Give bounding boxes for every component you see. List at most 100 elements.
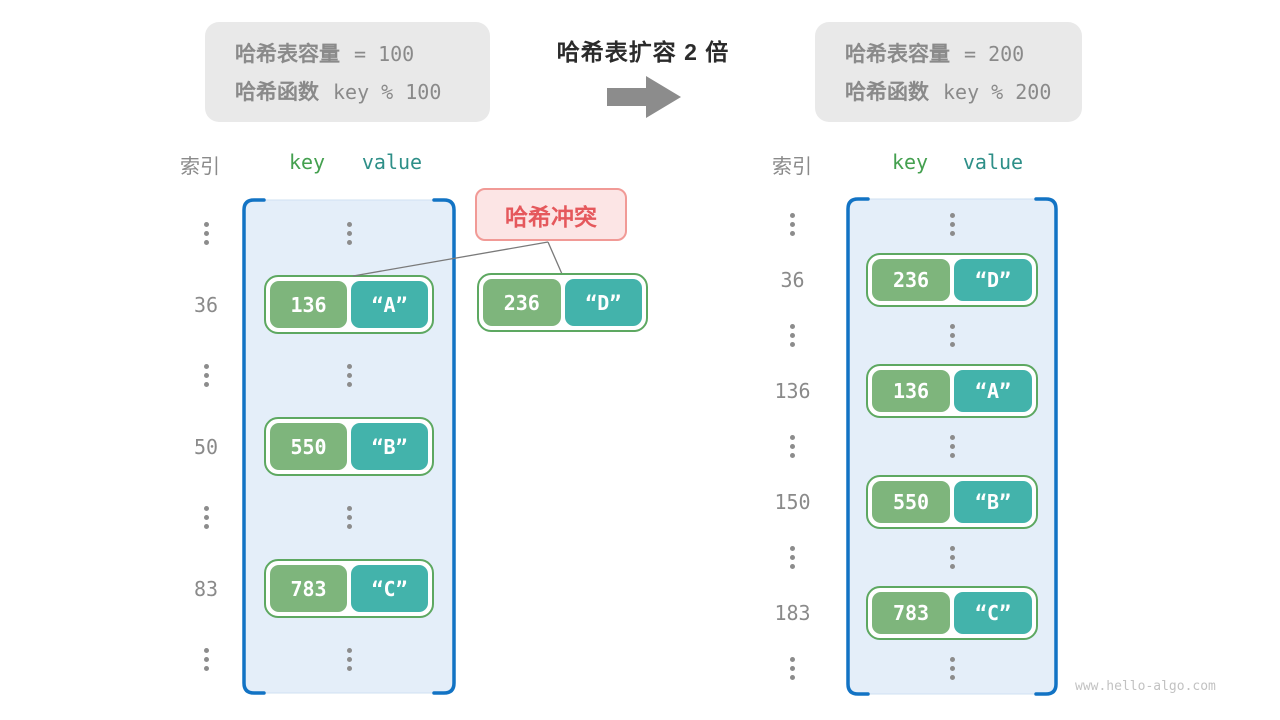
value-box: “B”: [954, 480, 1032, 523]
key-box: 136: [270, 281, 347, 328]
key-box: 550: [270, 423, 347, 470]
ellipsis-dots-icon: [790, 324, 795, 348]
info-box-new-capacity: 哈希表容量 = 200 哈希函数 key % 200: [815, 22, 1082, 122]
hash-function-line: 哈希函数 key % 100: [235, 76, 490, 106]
hash-collision-label: 哈希冲突: [505, 203, 597, 230]
index-label: 150: [774, 489, 811, 514]
table-row: 183 783“C”: [750, 585, 1058, 640]
index-cell: 36: [750, 268, 835, 292]
key-box: 136: [872, 370, 950, 413]
left-key-header: key: [288, 150, 326, 174]
key-box: 236: [872, 259, 950, 302]
bucket-cell: [846, 545, 1058, 569]
bucket-cell: 783“C”: [242, 559, 456, 618]
kv-pair: 136“A”: [866, 364, 1038, 419]
bucket-cell: 136“A”: [242, 275, 456, 334]
capacity-line: 哈希表容量 = 200: [845, 38, 1082, 68]
ellipsis-dots-icon: [790, 545, 795, 569]
bucket-cell: [242, 648, 456, 671]
table-row: [170, 340, 456, 411]
bucket-cell: [846, 656, 1058, 680]
bucket-cell: [242, 506, 456, 529]
value-box: “C”: [351, 565, 428, 612]
index-cell: [170, 222, 242, 245]
index-cell: [750, 545, 835, 569]
ellipsis-dots-icon: [949, 434, 955, 458]
index-cell: [750, 324, 835, 348]
hash-table-old: 36 136“A” 50 550“B” 83 783“C”: [170, 198, 456, 695]
table-row: [170, 482, 456, 553]
ellipsis-dots-icon: [346, 648, 352, 671]
right-index-header: 索引: [772, 156, 812, 178]
bucket-cell: 783“C”: [846, 585, 1058, 640]
bucket-cell: 550“B”: [242, 417, 456, 476]
table-row: 150 550“B”: [750, 474, 1058, 529]
index-cell: 36: [170, 293, 242, 317]
key-box: 550: [872, 480, 950, 523]
index-cell: 136: [750, 379, 835, 403]
ellipsis-dots-icon: [203, 648, 209, 671]
hash-collision-callout: 哈希冲突: [475, 188, 627, 241]
table-row: [750, 419, 1058, 474]
index-cell: 183: [750, 601, 835, 625]
table-row: [170, 198, 456, 269]
bucket-cell: [242, 222, 456, 245]
index-label: 50: [193, 434, 219, 459]
right-key-header: key: [891, 150, 929, 174]
key-box: 783: [872, 591, 950, 634]
index-cell: [750, 656, 835, 680]
table-row: 36 136“A”: [170, 269, 456, 340]
ellipsis-dots-icon: [949, 656, 955, 680]
hash-function-label: 哈希函数: [845, 81, 929, 104]
ellipsis-dots-icon: [790, 656, 795, 680]
index-cell: 150: [750, 490, 835, 514]
index-label: 183: [774, 600, 811, 625]
kv-pair: 136“A”: [264, 275, 434, 334]
ellipsis-dots-icon: [203, 222, 209, 245]
bucket-cell: 550“B”: [846, 474, 1058, 529]
bucket-cell: [242, 364, 456, 387]
capacity-line: 哈希表容量 = 100: [235, 38, 490, 68]
colliding-kv-pair: 236 “D”: [477, 273, 648, 332]
index-cell: [170, 648, 242, 671]
index-label: 36: [780, 268, 805, 293]
table-row: 50 550“B”: [170, 411, 456, 482]
bucket-cell: [846, 324, 1058, 348]
capacity-value: = 200: [964, 42, 1025, 66]
ellipsis-dots-icon: [203, 506, 209, 529]
table-row: [170, 624, 456, 695]
index-cell: [170, 506, 242, 529]
bucket-cell: [846, 213, 1058, 237]
index-cell: [750, 213, 835, 237]
index-label: 83: [193, 576, 219, 601]
table-row: [750, 308, 1058, 363]
key-box: 783: [270, 565, 347, 612]
index-cell: 83: [170, 577, 242, 601]
hash-function-value: key % 100: [333, 80, 442, 104]
index-cell: [170, 364, 242, 387]
ellipsis-dots-icon: [949, 324, 955, 348]
value-box: “A”: [954, 370, 1032, 413]
info-box-old-capacity: 哈希表容量 = 100 哈希函数 key % 100: [205, 22, 490, 122]
kv-pair: 236“D”: [866, 253, 1038, 308]
capacity-label: 哈希表容量: [235, 43, 340, 66]
value-box: “B”: [351, 423, 428, 470]
bucket-cell: [846, 434, 1058, 458]
ellipsis-dots-icon: [346, 364, 352, 387]
hash-function-value: key % 200: [943, 80, 1052, 104]
bucket-rows: 36 136“A” 50 550“B” 83 783“C”: [170, 198, 456, 695]
kv-pair: 550“B”: [264, 417, 434, 476]
value-box: “D”: [564, 279, 642, 326]
capacity-label: 哈希表容量: [845, 43, 950, 66]
left-value-header: value: [361, 150, 423, 174]
key-box: 236: [483, 279, 561, 326]
value-box: “C”: [954, 591, 1032, 634]
value-box: “A”: [351, 281, 428, 328]
right-value-header: value: [962, 150, 1024, 174]
table-row: [750, 197, 1058, 252]
hash-function-label: 哈希函数: [235, 81, 319, 104]
